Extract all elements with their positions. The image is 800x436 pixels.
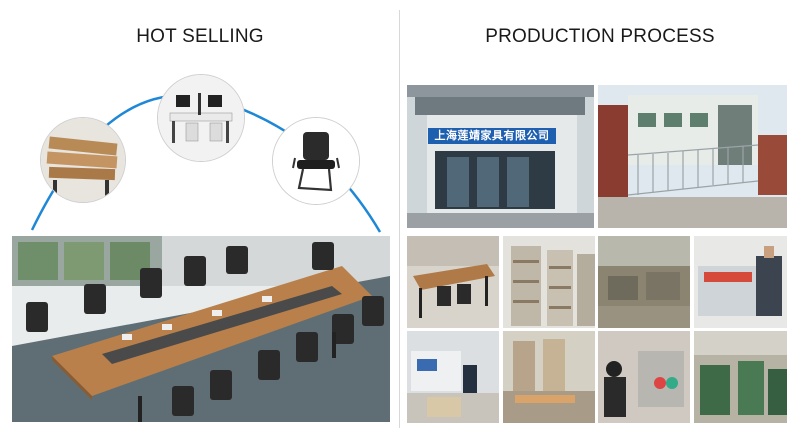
product-folding-table[interactable] xyxy=(40,117,126,203)
cutting-machine-image xyxy=(694,236,787,328)
product-office-workstation[interactable] xyxy=(157,74,245,162)
conference-room-illustration xyxy=(12,236,390,422)
panel-saw-image xyxy=(407,331,499,423)
production-process-title: PRODUCTION PROCESS xyxy=(485,26,715,47)
green-workshop-photo[interactable] xyxy=(694,331,787,423)
product-mesh-chair[interactable] xyxy=(272,117,360,205)
hot-selling-title: HOT SELLING xyxy=(136,26,264,47)
showroom-photo[interactable] xyxy=(407,236,499,328)
factory-exterior-photo[interactable] xyxy=(598,85,787,228)
machine-operator-photo[interactable] xyxy=(598,331,690,423)
factory-exterior-image xyxy=(598,85,787,228)
column-divider xyxy=(399,10,400,428)
workshop-floor-image xyxy=(598,236,690,328)
conference-table-hero-image[interactable] xyxy=(12,236,390,422)
warehouse-shelves-image xyxy=(503,236,595,328)
factory-entrance-image xyxy=(407,85,594,228)
showroom-image xyxy=(407,236,499,328)
workshop-floor-photo[interactable] xyxy=(598,236,690,328)
green-workshop-image xyxy=(694,331,787,423)
edge-banding-photo[interactable] xyxy=(503,331,595,423)
factory-entrance-photo[interactable] xyxy=(407,85,594,228)
mesh-chair-image xyxy=(273,118,359,204)
panel-saw-photo[interactable] xyxy=(407,331,499,423)
warehouse-shelves-photo[interactable] xyxy=(503,236,595,328)
company-sign: 上海莲靖家具有限公司 xyxy=(428,128,556,144)
cutting-machine-photo[interactable] xyxy=(694,236,787,328)
edge-banding-image xyxy=(503,331,595,423)
machine-operator-image xyxy=(598,331,690,423)
folding-table-image xyxy=(41,118,125,202)
workstation-image xyxy=(158,75,244,161)
